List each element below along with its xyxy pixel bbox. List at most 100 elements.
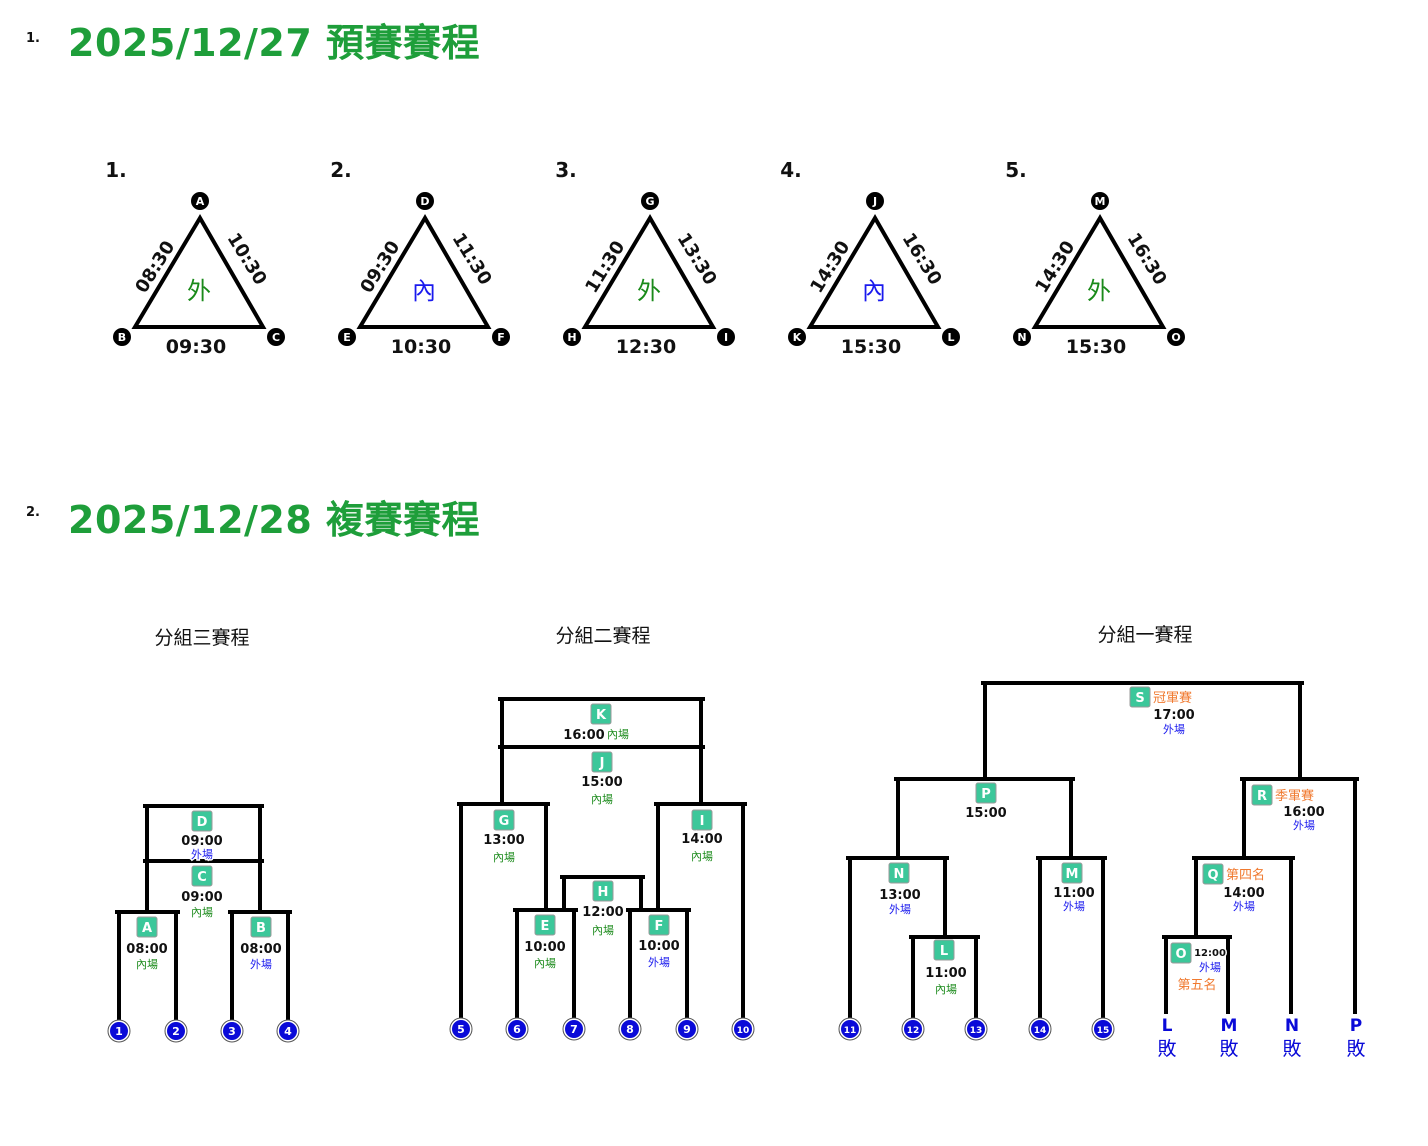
seed-1-ring <box>107 1019 131 1043</box>
team-node-label-L: L <box>947 331 954 344</box>
team-node-label-E: E <box>343 331 351 344</box>
match-S-venue: 外場 <box>1163 723 1185 736</box>
match-P-badge <box>975 782 997 804</box>
group-4-venue: 內 <box>862 277 886 305</box>
match-N-badge <box>888 862 910 884</box>
team-node-A <box>189 190 211 212</box>
team-node-N <box>1011 326 1033 348</box>
team-node-L <box>940 326 962 348</box>
seed-12 <box>902 1018 924 1040</box>
team-node-F <box>490 326 512 348</box>
match-J-venue: 內場 <box>591 793 613 806</box>
group-3-bottom-time: 12:30 <box>616 336 676 358</box>
match-R-venue: 外場 <box>1293 819 1315 832</box>
match-C-badge-letter: C <box>197 870 207 885</box>
match-B-venue: 外場 <box>250 958 272 971</box>
group-5-right-time: 16:30 <box>1123 229 1171 289</box>
team-node-label-J: J <box>872 195 877 208</box>
group-4-triangle-shape <box>806 214 942 329</box>
section-2-title: 2025/12/28 複賽賽程 <box>68 498 481 542</box>
group-2-bottom-time: 10:30 <box>391 336 451 358</box>
match-Q-badge-letter: Q <box>1207 868 1218 883</box>
match-C-badge <box>191 865 213 887</box>
loser-L-letter: L <box>1162 1016 1173 1036</box>
match-L-badge <box>933 939 955 961</box>
match-K-badge-letter: K <box>596 708 607 723</box>
match-K-badge <box>590 703 612 725</box>
bracket-1-title: 分組一賽程 <box>1097 624 1192 646</box>
match-O-time: 12:00 <box>1194 948 1226 959</box>
group-1-venue: 外 <box>187 277 211 305</box>
team-node-label-F: F <box>497 331 505 344</box>
match-N-time: 13:00 <box>879 888 920 903</box>
seed-11-label: 11 <box>844 1026 857 1036</box>
match-G-badge <box>493 809 515 831</box>
match-D-badge-letter: D <box>197 815 208 830</box>
section-1-number: 1. <box>26 31 40 46</box>
team-node-label-C: C <box>272 331 280 344</box>
team-node-O <box>1165 326 1187 348</box>
section-2-number: 2. <box>26 505 40 520</box>
team-node-label-D: D <box>420 195 429 208</box>
group-4-bottom-time: 15:30 <box>841 336 901 358</box>
loser-P-text: 敗 <box>1346 1038 1365 1060</box>
seed-9-label: 9 <box>683 1023 691 1036</box>
match-H-badge <box>592 880 614 902</box>
match-A-badge <box>136 916 158 938</box>
group-4-right-time: 16:30 <box>898 229 946 289</box>
seed-15-ring <box>1091 1017 1115 1041</box>
match-L-time: 11:00 <box>925 966 966 981</box>
team-node-G <box>639 190 661 212</box>
team-node-C <box>265 326 287 348</box>
bracket-2-title: 分組二賽程 <box>555 625 650 647</box>
seed-14 <box>1029 1018 1051 1040</box>
match-E-venue: 內場 <box>534 957 556 970</box>
seed-3-label: 3 <box>228 1025 236 1038</box>
match-F-time: 10:00 <box>638 939 679 954</box>
match-R-badge-letter: R <box>1257 789 1267 804</box>
match-R-badge <box>1251 784 1273 806</box>
match-G-badge-letter: G <box>499 814 510 829</box>
match-P-badge-letter: P <box>981 787 991 802</box>
match-E-badge <box>534 914 556 936</box>
match-Q-badge <box>1202 863 1224 885</box>
seed-11 <box>839 1018 861 1040</box>
match-M-badge <box>1061 862 1083 884</box>
match-M-time: 11:00 <box>1053 886 1094 901</box>
team-node-label-M: M <box>1095 195 1106 208</box>
match-I-badge-letter: I <box>700 814 705 829</box>
seed-8-label: 8 <box>626 1023 634 1036</box>
match-J-time: 15:00 <box>581 775 622 790</box>
team-node-label-A: A <box>196 195 205 208</box>
seed-3 <box>221 1020 243 1042</box>
seed-9 <box>676 1018 698 1040</box>
match-K-venue: 內場 <box>607 728 629 741</box>
match-D-badge <box>191 810 213 832</box>
match-J-badge <box>591 751 613 773</box>
match-R-time: 16:00 <box>1283 805 1324 820</box>
group-4-number: 4. <box>780 158 802 182</box>
seed-5-ring <box>449 1017 473 1041</box>
seed-4-label: 4 <box>284 1025 292 1038</box>
seed-2-ring <box>164 1019 188 1043</box>
match-O-badge-letter: O <box>1175 947 1186 962</box>
seed-2-label: 2 <box>172 1025 180 1038</box>
group-2-number: 2. <box>330 158 352 182</box>
team-node-label-I: I <box>724 331 728 344</box>
match-A-badge-letter: A <box>142 921 152 936</box>
group-3-triangle-shape <box>581 214 717 329</box>
team-node-K <box>786 326 808 348</box>
team-node-label-N: N <box>1017 331 1026 344</box>
match-G-time: 13:00 <box>483 833 524 848</box>
seed-4-ring <box>276 1019 300 1043</box>
match-O-stage: 第五名 <box>1177 977 1216 993</box>
match-S-badge-letter: S <box>1135 691 1144 706</box>
section-1-title: 2025/12/27 預賽賽程 <box>68 21 481 65</box>
match-Q-stage: 第四名 <box>1226 867 1265 883</box>
group-3-venue: 外 <box>637 277 661 305</box>
group-1-bottom-time: 09:30 <box>166 336 226 358</box>
